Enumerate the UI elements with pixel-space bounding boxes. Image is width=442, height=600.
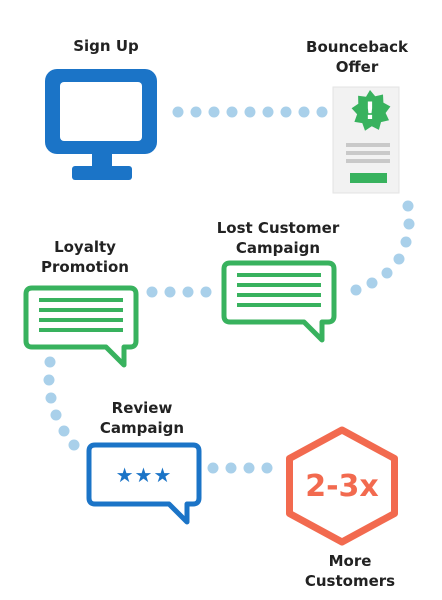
connector-dot bbox=[164, 286, 176, 298]
multiplier-value: 2-3x bbox=[305, 469, 379, 504]
connector-dot bbox=[208, 106, 220, 118]
lost-customer-label-line2: Campaign bbox=[236, 239, 320, 257]
connector-dot bbox=[280, 106, 292, 118]
chat-bubble-icon bbox=[23, 285, 139, 368]
more-customers-label-line2: Customers bbox=[305, 572, 395, 590]
connector-dot bbox=[190, 106, 202, 118]
connector-dot bbox=[58, 425, 70, 437]
review-bubble-icon: ★★★ bbox=[86, 442, 202, 525]
review-label-line1: Review bbox=[112, 399, 173, 417]
connector-dot bbox=[381, 267, 393, 279]
connector-dot bbox=[366, 277, 378, 289]
connector-dot bbox=[182, 286, 194, 298]
connector-dot bbox=[68, 439, 80, 451]
star-rating-icon: ★★★ bbox=[116, 463, 173, 487]
connector-dot bbox=[393, 253, 405, 265]
connector-dot bbox=[207, 462, 219, 474]
connector-dot bbox=[402, 200, 414, 212]
connector-dot bbox=[262, 106, 274, 118]
connector-dot bbox=[200, 286, 212, 298]
bounceback-label-line2: Offer bbox=[336, 58, 379, 76]
connector-dot bbox=[350, 284, 362, 296]
loyalty-label-line2: Promotion bbox=[41, 258, 129, 276]
loyalty-label-line1: Loyalty bbox=[54, 238, 116, 256]
connector-dot bbox=[146, 286, 158, 298]
review-label-line2: Campaign bbox=[100, 419, 184, 437]
hexagon-badge: 2-3x bbox=[286, 426, 398, 546]
connector-dot bbox=[243, 462, 255, 474]
bounceback-label-line1: Bounceback bbox=[306, 38, 409, 56]
connector-dot bbox=[244, 106, 256, 118]
connector-dot bbox=[298, 106, 310, 118]
connector-dot bbox=[45, 392, 57, 404]
monitor-icon bbox=[45, 69, 157, 180]
connector-dots bbox=[43, 106, 415, 474]
connector-dot bbox=[403, 218, 415, 230]
more-customers-label-line1: More bbox=[329, 552, 372, 570]
alert-badge bbox=[351, 90, 391, 131]
connector-dot bbox=[261, 462, 273, 474]
sign-up-label: Sign Up bbox=[73, 37, 139, 55]
chat-bubble-icon bbox=[221, 260, 337, 343]
offer-card-icon: ! bbox=[332, 86, 400, 194]
connector-dot bbox=[44, 356, 56, 368]
alert-mark: ! bbox=[365, 97, 376, 125]
lost-customer-label-line1: Lost Customer bbox=[217, 219, 340, 237]
connector-dot bbox=[172, 106, 184, 118]
connector-dot bbox=[225, 462, 237, 474]
connector-dot bbox=[400, 236, 412, 248]
connector-dot bbox=[226, 106, 238, 118]
connector-dot bbox=[43, 374, 55, 386]
connector-dot bbox=[316, 106, 328, 118]
connector-dot bbox=[50, 409, 62, 421]
